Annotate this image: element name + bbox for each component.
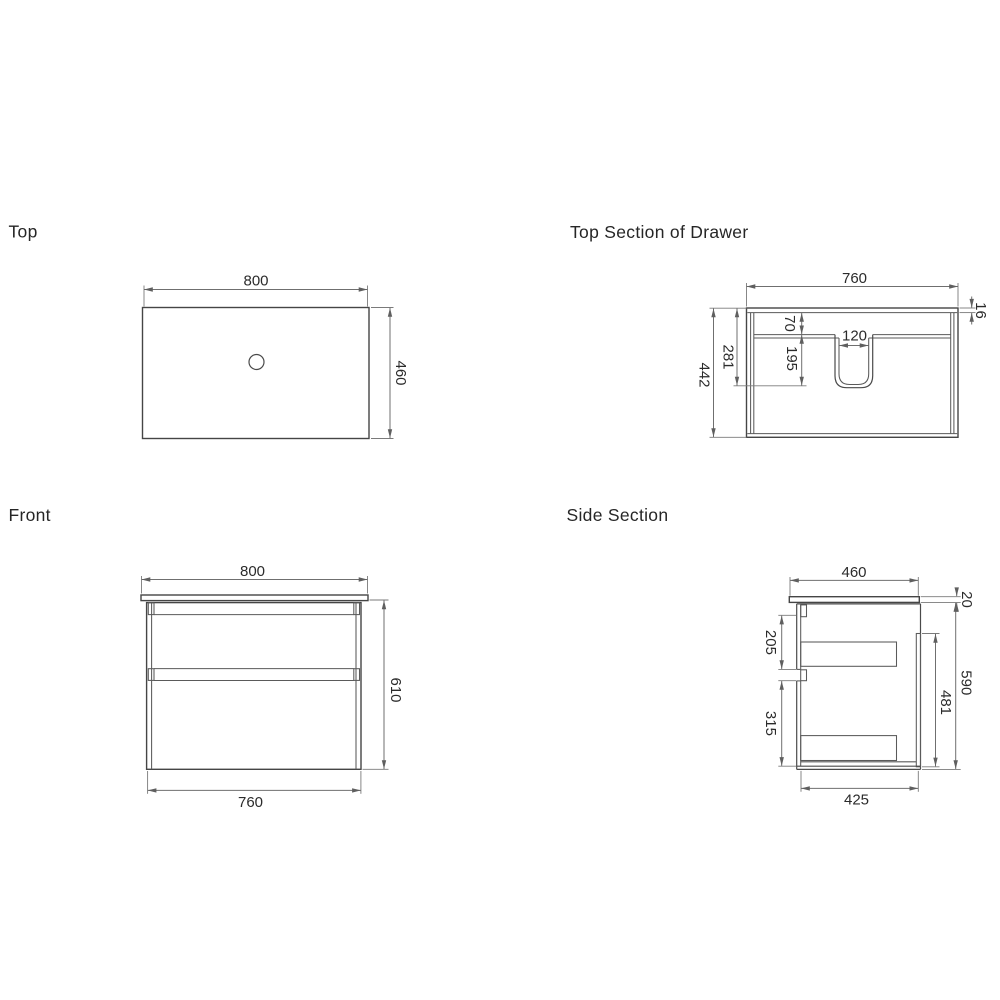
drawer-clip bbox=[147, 602, 155, 616]
side-section-view-title: Side Section bbox=[567, 505, 669, 525]
inner-depth-dim: 281 bbox=[720, 344, 737, 369]
panel-thickness-dim: 16 bbox=[972, 302, 989, 319]
cabinet-depth-dim: 425 bbox=[844, 791, 869, 808]
benchtop-side-outline bbox=[788, 596, 920, 604]
drawer-clip bbox=[353, 602, 361, 616]
cabinet-section-outline bbox=[745, 307, 959, 439]
front-height-dim: 610 bbox=[387, 677, 404, 702]
section-width-dim: 760 bbox=[842, 270, 867, 287]
top-depth-dim: 460 bbox=[392, 360, 409, 385]
back-rail-height-dim: 481 bbox=[937, 690, 954, 715]
front-view-title: Front bbox=[9, 505, 51, 525]
drawer-clip bbox=[800, 604, 808, 618]
benchtop-outline bbox=[141, 306, 370, 440]
front-width-dim: 800 bbox=[240, 563, 265, 580]
cutout-width-dim: 120 bbox=[842, 328, 867, 345]
cabinet-width-dim: 760 bbox=[238, 794, 263, 811]
drawer-clip bbox=[800, 669, 808, 682]
front-gap-dim: 70 bbox=[781, 315, 798, 332]
drawer-box-1 bbox=[800, 641, 898, 667]
drawer-clip bbox=[147, 668, 155, 681]
back-rail-panel bbox=[915, 632, 922, 768]
cabinet-height-dim: 590 bbox=[957, 670, 974, 695]
cabinet-front-outline bbox=[145, 601, 362, 770]
top-width-dim: 800 bbox=[243, 273, 268, 290]
plumbing-cutout-outline bbox=[834, 334, 874, 389]
benchtop-thickness-dim: 20 bbox=[958, 591, 975, 608]
benchtop-front-outline bbox=[140, 594, 369, 602]
drawer1-height-dim: 205 bbox=[762, 630, 779, 655]
overall-depth-dim: 442 bbox=[696, 362, 713, 387]
drawer-box-2 bbox=[800, 735, 898, 762]
tap-hole-icon bbox=[248, 353, 265, 371]
side-section-view: Side Section 460 20 bbox=[567, 505, 976, 808]
top-section-view-title: Top Section of Drawer bbox=[570, 222, 748, 242]
top-section-view: Top Section of Drawer 760 16 70 195 120 bbox=[570, 222, 989, 439]
side-depth-dim: 460 bbox=[841, 564, 866, 581]
top-view: Top 800 460 bbox=[9, 222, 409, 440]
front-view: Front 800 610 760 bbox=[9, 505, 405, 811]
cutout-depth-dim: 195 bbox=[783, 346, 800, 371]
drawer-clip bbox=[353, 668, 361, 681]
top-view-title: Top bbox=[9, 222, 38, 242]
drawer2-height-dim: 315 bbox=[762, 711, 779, 736]
